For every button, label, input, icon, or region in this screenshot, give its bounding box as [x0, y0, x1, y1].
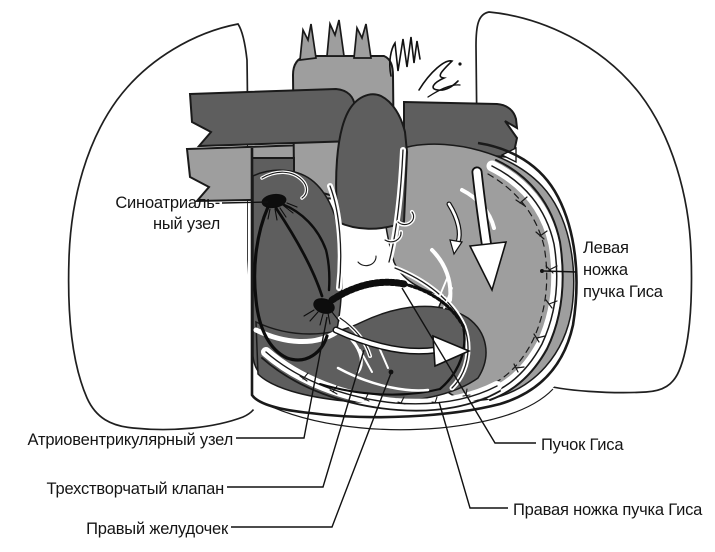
right-bundle-branch-path: [319, 324, 466, 396]
leader-right-ventricle: [231, 369, 394, 528]
atrioventricular-node: [303, 298, 340, 326]
label-right-ventricle: Правый желудочек: [86, 520, 228, 538]
conduction-system: [253, 193, 466, 396]
label-atrioventricular-node: Атриовентрикулярный узел: [27, 431, 234, 449]
pulmonary-trunk: [335, 93, 409, 230]
label-tricuspid-valve: Трехстворчатый клапан: [46, 480, 225, 498]
label-left-bundle-branch: Левая ножка пучка Гиса: [583, 239, 663, 301]
leader-right-bundle-branch: [438, 401, 508, 509]
label-right-bundle-branch: Правая ножка пучка Гиса: [513, 501, 703, 519]
label-sinoatrial-node: Синоатриаль- ный узел: [115, 194, 220, 233]
leader-bundle-of-his: [401, 287, 536, 444]
handwriting-scribble: [388, 36, 462, 98]
leader-sinoatrial-node: [221, 201, 269, 204]
leader-atrioventricular-node: [236, 316, 328, 439]
left-pulmonary-artery: [403, 100, 519, 159]
label-bundle-of-his: Пучок Гиса: [541, 436, 624, 454]
leader-left-bundle-branch: [540, 269, 578, 273]
heart-outer-wall: [250, 141, 578, 431]
left-bundle-branch-wall: [484, 159, 564, 401]
bundle-of-his-path: [328, 278, 465, 328]
right-pulmonary-artery: [188, 87, 356, 148]
leader-lines: [221, 201, 578, 528]
leader-tricuspid-valve: [227, 349, 365, 488]
sinoatrial-node: [261, 193, 298, 221]
flow-arrows: [332, 146, 517, 392]
left-bundle-branches: [513, 196, 558, 373]
